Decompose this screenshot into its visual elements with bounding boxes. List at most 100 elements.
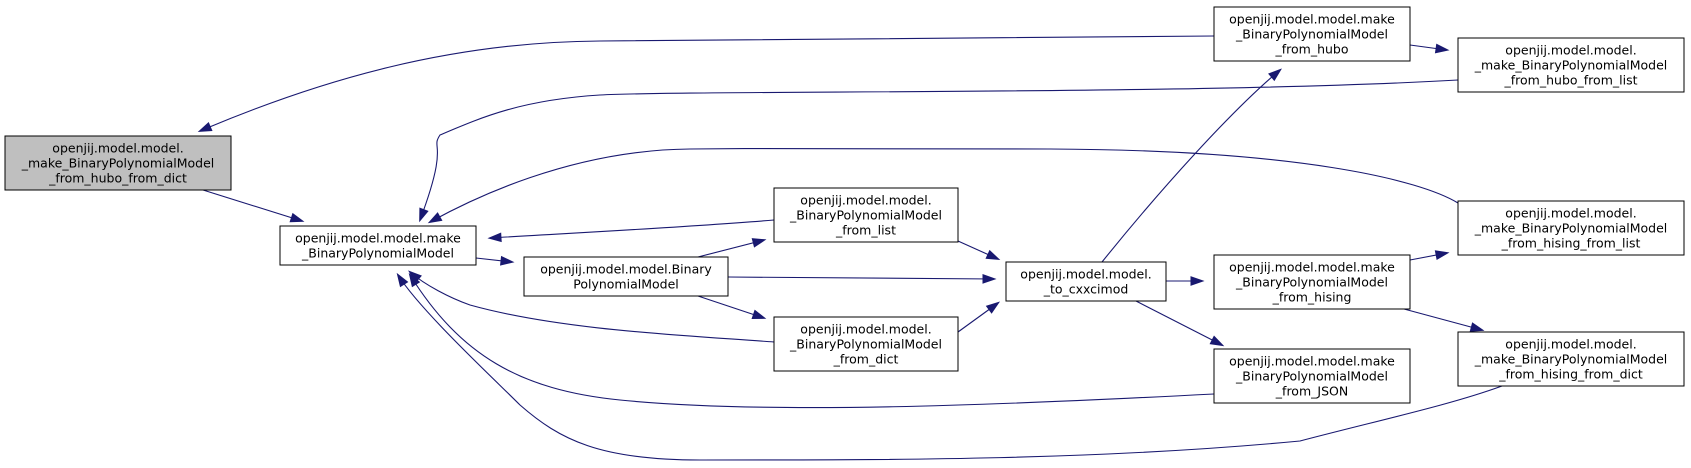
node-box	[773, 187, 959, 243]
edge-n_to_cxx-to-n_from_hubo	[1101, 68, 1282, 263]
arrowhead	[500, 255, 515, 266]
node-label-line: _to_cxxcimod	[1043, 282, 1129, 297]
edge-line	[409, 271, 775, 343]
node-label-line: _BinaryPolynomialModel	[789, 208, 942, 223]
arrowhead	[982, 273, 997, 284]
node-from-json[interactable]: openjij.model.model.make_BinaryPolynomia…	[1213, 348, 1411, 404]
node-hubo-list[interactable]: openjij.model.model._make_BinaryPolynomi…	[1457, 37, 1685, 93]
arrowhead	[1209, 335, 1225, 347]
arrowhead	[1434, 250, 1450, 260]
edge-line	[429, 147, 1459, 223]
arrowhead	[487, 232, 502, 243]
node-make[interactable]: openjij.model.model.make_BinaryPolynomia…	[279, 225, 477, 266]
edge-n_bpm-to-n_from_dict	[697, 295, 767, 320]
node-hising-dict[interactable]: openjij.model.model._make_BinaryPolynomi…	[1457, 331, 1685, 387]
node-label-line: _from_hubo_from_dict	[48, 171, 187, 186]
node-label-line: openjij.model.model.	[1020, 267, 1151, 282]
node-label-line: PolynomialModel	[573, 277, 679, 292]
edge-line	[419, 79, 1459, 221]
edge-line	[1135, 300, 1223, 346]
node-label-line: _from_hising_from_list	[1501, 236, 1641, 251]
arrowhead	[751, 238, 767, 248]
edge-n_bpm-to-n_from_list	[697, 238, 767, 258]
node-label-line: _from_hising_from_dict	[1498, 367, 1643, 382]
edge-line	[697, 295, 765, 319]
edge-line	[1403, 308, 1483, 331]
edge-n_from_hubo-to-n_dict_hubo	[197, 35, 1215, 132]
node-box	[279, 225, 477, 266]
edge-n_from_json-to-n_make	[408, 272, 1215, 409]
node-label-line: _from_list	[835, 223, 896, 238]
node-label-line: _make_BinaryPolynomialModel	[1474, 352, 1667, 367]
node-label-line: _make_BinaryPolynomialModel	[1474, 58, 1667, 73]
node-from-dict[interactable]: openjij.model.model._BinaryPolynomialMod…	[773, 316, 959, 372]
node-box	[1457, 37, 1685, 93]
arrowhead	[1469, 322, 1485, 332]
edge-n_from_list-to-n_make	[487, 219, 775, 243]
edge-line	[409, 274, 1215, 409]
node-label-line: _from_dict	[833, 352, 899, 367]
node-from-list[interactable]: openjij.model.model._BinaryPolynomialMod…	[773, 187, 959, 243]
edge-n_from_dict-to-n_to_cxx	[957, 301, 1001, 333]
arrowhead	[197, 121, 213, 132]
node-bpm[interactable]: openjij.model.model.BinaryPolynomialMode…	[523, 256, 729, 297]
edge-n_from_hising-to-n_hising_dict	[1403, 308, 1485, 332]
edge-n_to_cxx-to-n_from_json	[1135, 300, 1225, 347]
node-box	[773, 316, 959, 372]
edge-line	[727, 276, 995, 280]
edge-n_from_hising-to-n_hising_list	[1409, 250, 1450, 261]
node-label-line: openjij.model.model.	[800, 193, 931, 208]
arrowhead	[408, 272, 421, 288]
node-label-line: openjij.model.model.	[1505, 206, 1636, 221]
node-box	[1213, 254, 1411, 310]
node-label-line: openjij.model.model.	[52, 141, 183, 156]
arrowhead	[985, 249, 1001, 261]
edge-line	[489, 219, 775, 239]
node-label-line: _from_JSON	[1275, 384, 1348, 399]
node-box	[1213, 348, 1411, 404]
node-label-line: _from_hubo_from_list	[1504, 73, 1638, 88]
edge-line	[1101, 69, 1281, 263]
node-from-hising[interactable]: openjij.model.model.make_BinaryPolynomia…	[1213, 254, 1411, 310]
edge-line	[397, 274, 1503, 461]
arrowhead	[1190, 276, 1205, 286]
edge-n_from_hubo-to-n_hubo_list	[1409, 43, 1450, 54]
node-box	[1213, 6, 1411, 62]
node-label-line: openjij.model.model.make	[1229, 260, 1395, 275]
node-box	[523, 256, 729, 297]
edge-n_bpm-to-n_to_cxx	[727, 273, 997, 284]
node-box	[1457, 200, 1685, 256]
arrowhead	[396, 272, 409, 288]
node-from-hubo[interactable]: openjij.model.model.make_BinaryPolynomia…	[1213, 6, 1411, 62]
node-label-line: openjij.model.model.	[1505, 337, 1636, 352]
node-label-line: openjij.model.model.	[800, 322, 931, 337]
edge-n_make-to-n_bpm	[475, 255, 515, 266]
node-box	[1457, 331, 1685, 387]
node-box	[1005, 261, 1167, 302]
arrowhead	[419, 207, 429, 223]
node-label-line: _make_BinaryPolynomialModel	[21, 156, 214, 171]
node-label-line: openjij.model.model.make	[1229, 354, 1395, 369]
node-label-line: _make_BinaryPolynomialModel	[1474, 221, 1667, 236]
node-label-line: _BinaryPolynomialModel	[789, 337, 942, 352]
node-label-line: _from_hising	[1272, 290, 1352, 305]
arrowhead	[289, 212, 305, 223]
node-label-line: openjij.model.model.	[1505, 43, 1636, 58]
node-label-line: _BinaryPolynomialModel	[1235, 369, 1388, 384]
node-to-cxx[interactable]: openjij.model.model._to_cxxcimod	[1005, 261, 1167, 302]
node-label-line: _BinaryPolynomialModel	[301, 246, 454, 261]
edge-line	[202, 189, 303, 222]
arrowhead	[985, 301, 1001, 314]
edge-n_hubo_list-to-n_make	[419, 79, 1459, 223]
arrowhead	[427, 212, 443, 224]
edge-n_hising_dict-to-n_make	[396, 272, 1503, 461]
node-label-line: openjij.model.model.make	[295, 231, 461, 246]
arrowhead	[1268, 68, 1282, 82]
arrowhead	[1434, 43, 1450, 54]
node-label-line: openjij.model.model.Binary	[540, 262, 712, 277]
edge-line	[199, 35, 1215, 132]
arrowhead	[751, 309, 767, 320]
node-hising-list[interactable]: openjij.model.model._make_BinaryPolynomi…	[1457, 200, 1685, 256]
edge-n_to_cxx-to-n_from_hising	[1166, 276, 1205, 286]
